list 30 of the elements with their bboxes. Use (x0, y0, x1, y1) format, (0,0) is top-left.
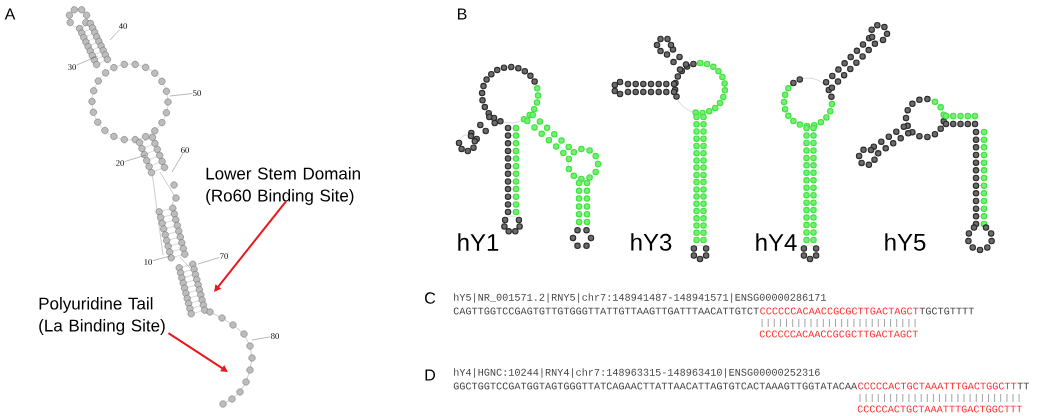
structure-label: hY1 (458, 233, 499, 251)
sequence-text: GGCTGGTCCGATGGTAGTGGGTTATCAGAACTTATTAACATTAGTGTCACTAAAGTTGGTATACAA (453, 382, 858, 390)
annotation-label: Polyuridine Tail (La Binding Site) (39, 297, 165, 335)
sequence-text: TT (1017, 382, 1029, 390)
position-number: 80 (270, 332, 280, 340)
leader-arrow (214, 200, 288, 292)
sequence-text: CCCCCACTGCTAAATTTGACTGGCTTT (857, 405, 1022, 413)
position-number: 60 (180, 146, 190, 154)
structure-label: hY4 (756, 233, 797, 251)
position-number: 30 (67, 63, 77, 71)
position-number: 50 (192, 89, 202, 97)
position-number: 70 (219, 252, 229, 260)
position-number: 40 (118, 22, 128, 30)
sequence-header: hY5|NR_001571.2|RNY5|chr7:148941487-148941571|ENSG00000286171 (454, 293, 827, 303)
sequence-text: CCCCCACTGCTAAATTTGACTGGCTT (858, 382, 1017, 390)
annotation-label: Lower Stem Domain (Ro60 Binding Site) (206, 167, 360, 205)
sequence-header: hY4|HGNC:10244|RNY4|chr7:148963315-148963410|ENSG00000252316 (454, 368, 820, 378)
sequence-text: TGCTGTTTT (919, 307, 974, 315)
panel-letter: A (4, 8, 16, 20)
structure-label: hY3 (631, 233, 672, 251)
position-number: 20 (115, 159, 125, 167)
panel-letter: C (425, 292, 436, 304)
sequence-text: CCCCCCACAACCGCGCTTGACTAGCT (759, 330, 918, 338)
leader-arrow (167, 332, 228, 372)
sequence-text: CAGTTGGTCCGAGTGTTGTGGGTTATTGTTAAGTTGATTTAACATTGTCT (453, 307, 759, 315)
position-number: 10 (143, 258, 153, 266)
sequence-text: CCCCCCACAACCGCGCTTGACTAGCT (760, 307, 919, 315)
panel-letter: B (458, 8, 467, 20)
panel-letter: D (425, 369, 435, 381)
structure-label: hY5 (885, 233, 926, 251)
